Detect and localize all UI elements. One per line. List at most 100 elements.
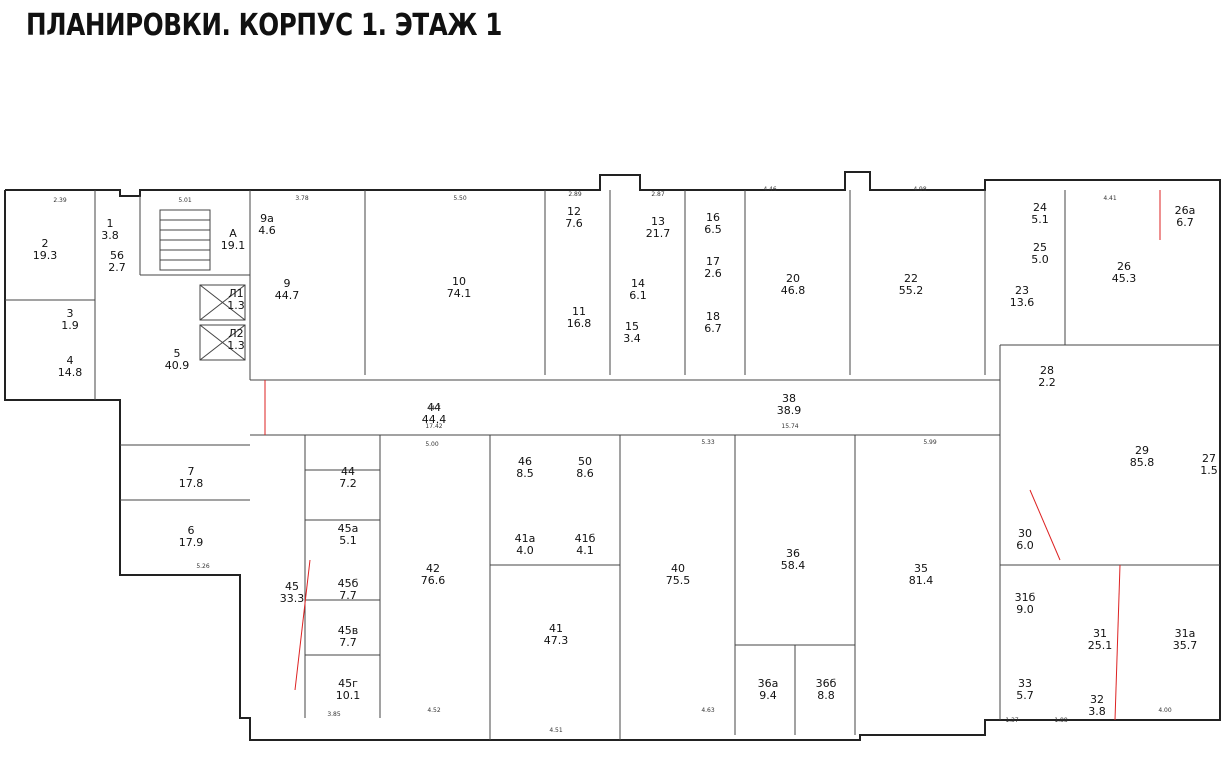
- room-area-label: 45.3: [1112, 272, 1137, 285]
- room-number-label: Л1: [228, 287, 243, 300]
- room-labels: 219.313.8562.7А19.19а4.6944.71074.1127.6…: [33, 201, 1218, 718]
- room-area-label: 9.4: [759, 689, 777, 702]
- room-area-label: 6.7: [704, 322, 722, 335]
- room-area-label: 3.4: [623, 332, 641, 345]
- room-area-label: 13.6: [1010, 296, 1035, 309]
- room-area-label: 6.1: [629, 289, 647, 302]
- room-area-label: 44.4: [422, 413, 447, 426]
- room-area-label: 40.9: [165, 359, 190, 372]
- room-number-label: 41б: [575, 532, 596, 545]
- room-area-label: 19.3: [33, 249, 58, 262]
- stairs-icon: [159, 209, 211, 271]
- room-area-label: 38.9: [777, 404, 802, 417]
- room-number-label: 26а: [1175, 204, 1196, 217]
- room-number-label: 36б: [816, 677, 837, 690]
- dimension-label: 2.87: [651, 191, 665, 198]
- room-number-label: 46: [518, 455, 532, 468]
- room-number-label: 44: [341, 465, 355, 478]
- dimension-label: 44.7: [427, 405, 441, 412]
- room-number-label: 56: [110, 249, 124, 262]
- room-number-label: 6: [188, 524, 195, 537]
- room-area-label: 16.8: [567, 317, 592, 330]
- elevator-icons: [199, 284, 246, 361]
- room-area-label: 3.8: [1088, 705, 1106, 718]
- room-number-label: 44: [427, 401, 441, 414]
- room-number-label: 12: [567, 205, 581, 218]
- room-number-label: 32: [1090, 693, 1104, 706]
- dimension-label: 5.26: [196, 563, 210, 570]
- room-area-label: 7.7: [339, 589, 357, 602]
- room-area-label: 1.3: [227, 339, 245, 352]
- room-area-label: 75.5: [666, 574, 691, 587]
- dimension-label: 2.39: [53, 197, 67, 204]
- room-area-label: 4.1: [576, 544, 594, 557]
- room-number-label: Л2: [228, 327, 243, 340]
- room-area-label: 44.7: [275, 289, 300, 302]
- dimension-label: 4.63: [701, 707, 715, 714]
- room-number-label: 45г: [338, 677, 358, 690]
- room-number-label: 3: [67, 307, 74, 320]
- room-number-label: 31б: [1015, 591, 1036, 604]
- room-area-label: 3.8: [101, 229, 119, 242]
- room-area-label: 17.8: [179, 477, 204, 490]
- room-number-label: 33: [1018, 677, 1032, 690]
- room-number-label: 11: [572, 305, 586, 318]
- room-area-label: 1.9: [61, 319, 79, 332]
- room-area-label: 47.3: [544, 634, 569, 647]
- room-area-label: 6.5: [704, 223, 722, 236]
- room-number-label: 50: [578, 455, 592, 468]
- room-number-label: 45а: [338, 522, 359, 535]
- room-number-label: 17: [706, 255, 720, 268]
- room-area-label: 8.8: [817, 689, 835, 702]
- room-area-label: 7.2: [339, 477, 357, 490]
- room-area-label: 21.7: [646, 227, 671, 240]
- room-area-label: 2.6: [704, 267, 722, 280]
- room-number-label: 23: [1015, 284, 1029, 297]
- room-area-label: 7.7: [339, 636, 357, 649]
- dimension-label: 3.85: [327, 711, 341, 718]
- room-number-label: 20: [786, 272, 800, 285]
- room-number-label: 26: [1117, 260, 1131, 273]
- room-number-label: 9а: [260, 212, 274, 225]
- room-area-label: 4.0: [516, 544, 534, 557]
- room-number-label: 14: [631, 277, 645, 290]
- dimension-label: 5.33: [701, 439, 715, 446]
- dimension-label: 5.50: [453, 195, 467, 202]
- page-title: ПЛАНИРОВКИ. КОРПУС 1. ЭТАЖ 1: [26, 8, 502, 43]
- room-area-label: 10.1: [336, 689, 361, 702]
- room-area-label: 2.2: [1038, 376, 1056, 389]
- room-area-label: 5.1: [339, 534, 357, 547]
- room-number-label: 36а: [758, 677, 779, 690]
- room-number-label: 4: [67, 354, 74, 367]
- room-number-label: 45б: [338, 577, 359, 590]
- dimension-label: 15.74: [781, 423, 798, 430]
- outer-walls: [4, 171, 1221, 741]
- room-area-label: 46.8: [781, 284, 806, 297]
- room-number-label: 13: [651, 215, 665, 228]
- room-number-label: 31а: [1175, 627, 1196, 640]
- room-area-label: 17.9: [179, 536, 204, 549]
- room-area-label: 6.7: [1176, 216, 1194, 229]
- dimension-label: 4.00: [1158, 707, 1172, 714]
- room-number-label: 41а: [515, 532, 536, 545]
- room-number-label: 10: [452, 275, 466, 288]
- dimension-label: 4.52: [427, 707, 441, 714]
- room-number-label: 45в: [338, 624, 358, 637]
- room-number-label: 5: [174, 347, 181, 360]
- room-number-label: 36: [786, 547, 800, 560]
- dimension-label: 5.01: [178, 197, 192, 204]
- dimension-label: 5.00: [425, 441, 439, 448]
- room-number-label: 42: [426, 562, 440, 575]
- dimension-label: 4.98: [913, 186, 927, 193]
- room-area-label: 1.5: [1200, 464, 1218, 477]
- dimension-label: 4.46: [763, 186, 777, 193]
- interior-walls: [5, 190, 1220, 740]
- dimension-label: 4.41: [1103, 195, 1117, 202]
- dimension-label: 3.78: [295, 195, 309, 202]
- room-area-label: 6.0: [1016, 539, 1034, 552]
- room-area-label: 5.7: [1016, 689, 1034, 702]
- room-area-label: 76.6: [421, 574, 446, 587]
- room-number-label: А: [229, 227, 237, 240]
- room-number-label: 9: [284, 277, 291, 290]
